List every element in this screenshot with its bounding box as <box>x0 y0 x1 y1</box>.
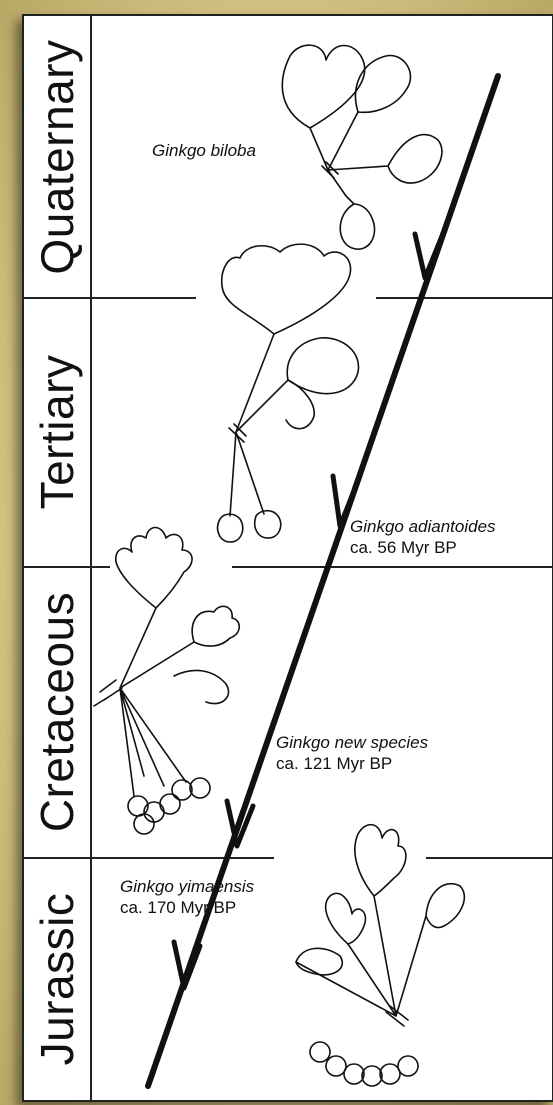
ginkgo-biloba-illustration <box>282 45 442 249</box>
species-label-adiantoides: Ginkgo adiantoides ca. 56 Myr BP <box>350 516 496 558</box>
species-name: Ginkgo biloba <box>152 140 256 161</box>
species-age: ca. 56 Myr BP <box>350 537 496 558</box>
ginkgo-illustrations <box>24 16 552 1100</box>
species-age: ca. 170 Myr BP <box>120 897 254 918</box>
species-name: Ginkgo adiantoides <box>350 516 496 537</box>
species-label-new-species: Ginkgo new species ca. 121 Myr BP <box>276 732 428 774</box>
ginkgo-timeline-panel: Quaternary Tertiary Cretaceous Jurassic <box>22 14 553 1102</box>
species-name: Ginkgo yimaensis <box>120 876 254 897</box>
ginkgo-new-species-illustration <box>94 528 239 835</box>
species-label-yimaensis: Ginkgo yimaensis ca. 170 Myr BP <box>120 876 254 918</box>
ginkgo-yimaensis-illustration <box>296 825 464 1086</box>
species-age: ca. 121 Myr BP <box>276 753 428 774</box>
species-label-biloba: Ginkgo biloba <box>152 140 256 161</box>
lineage-line <box>148 76 498 1086</box>
species-name: Ginkgo new species <box>276 732 428 753</box>
